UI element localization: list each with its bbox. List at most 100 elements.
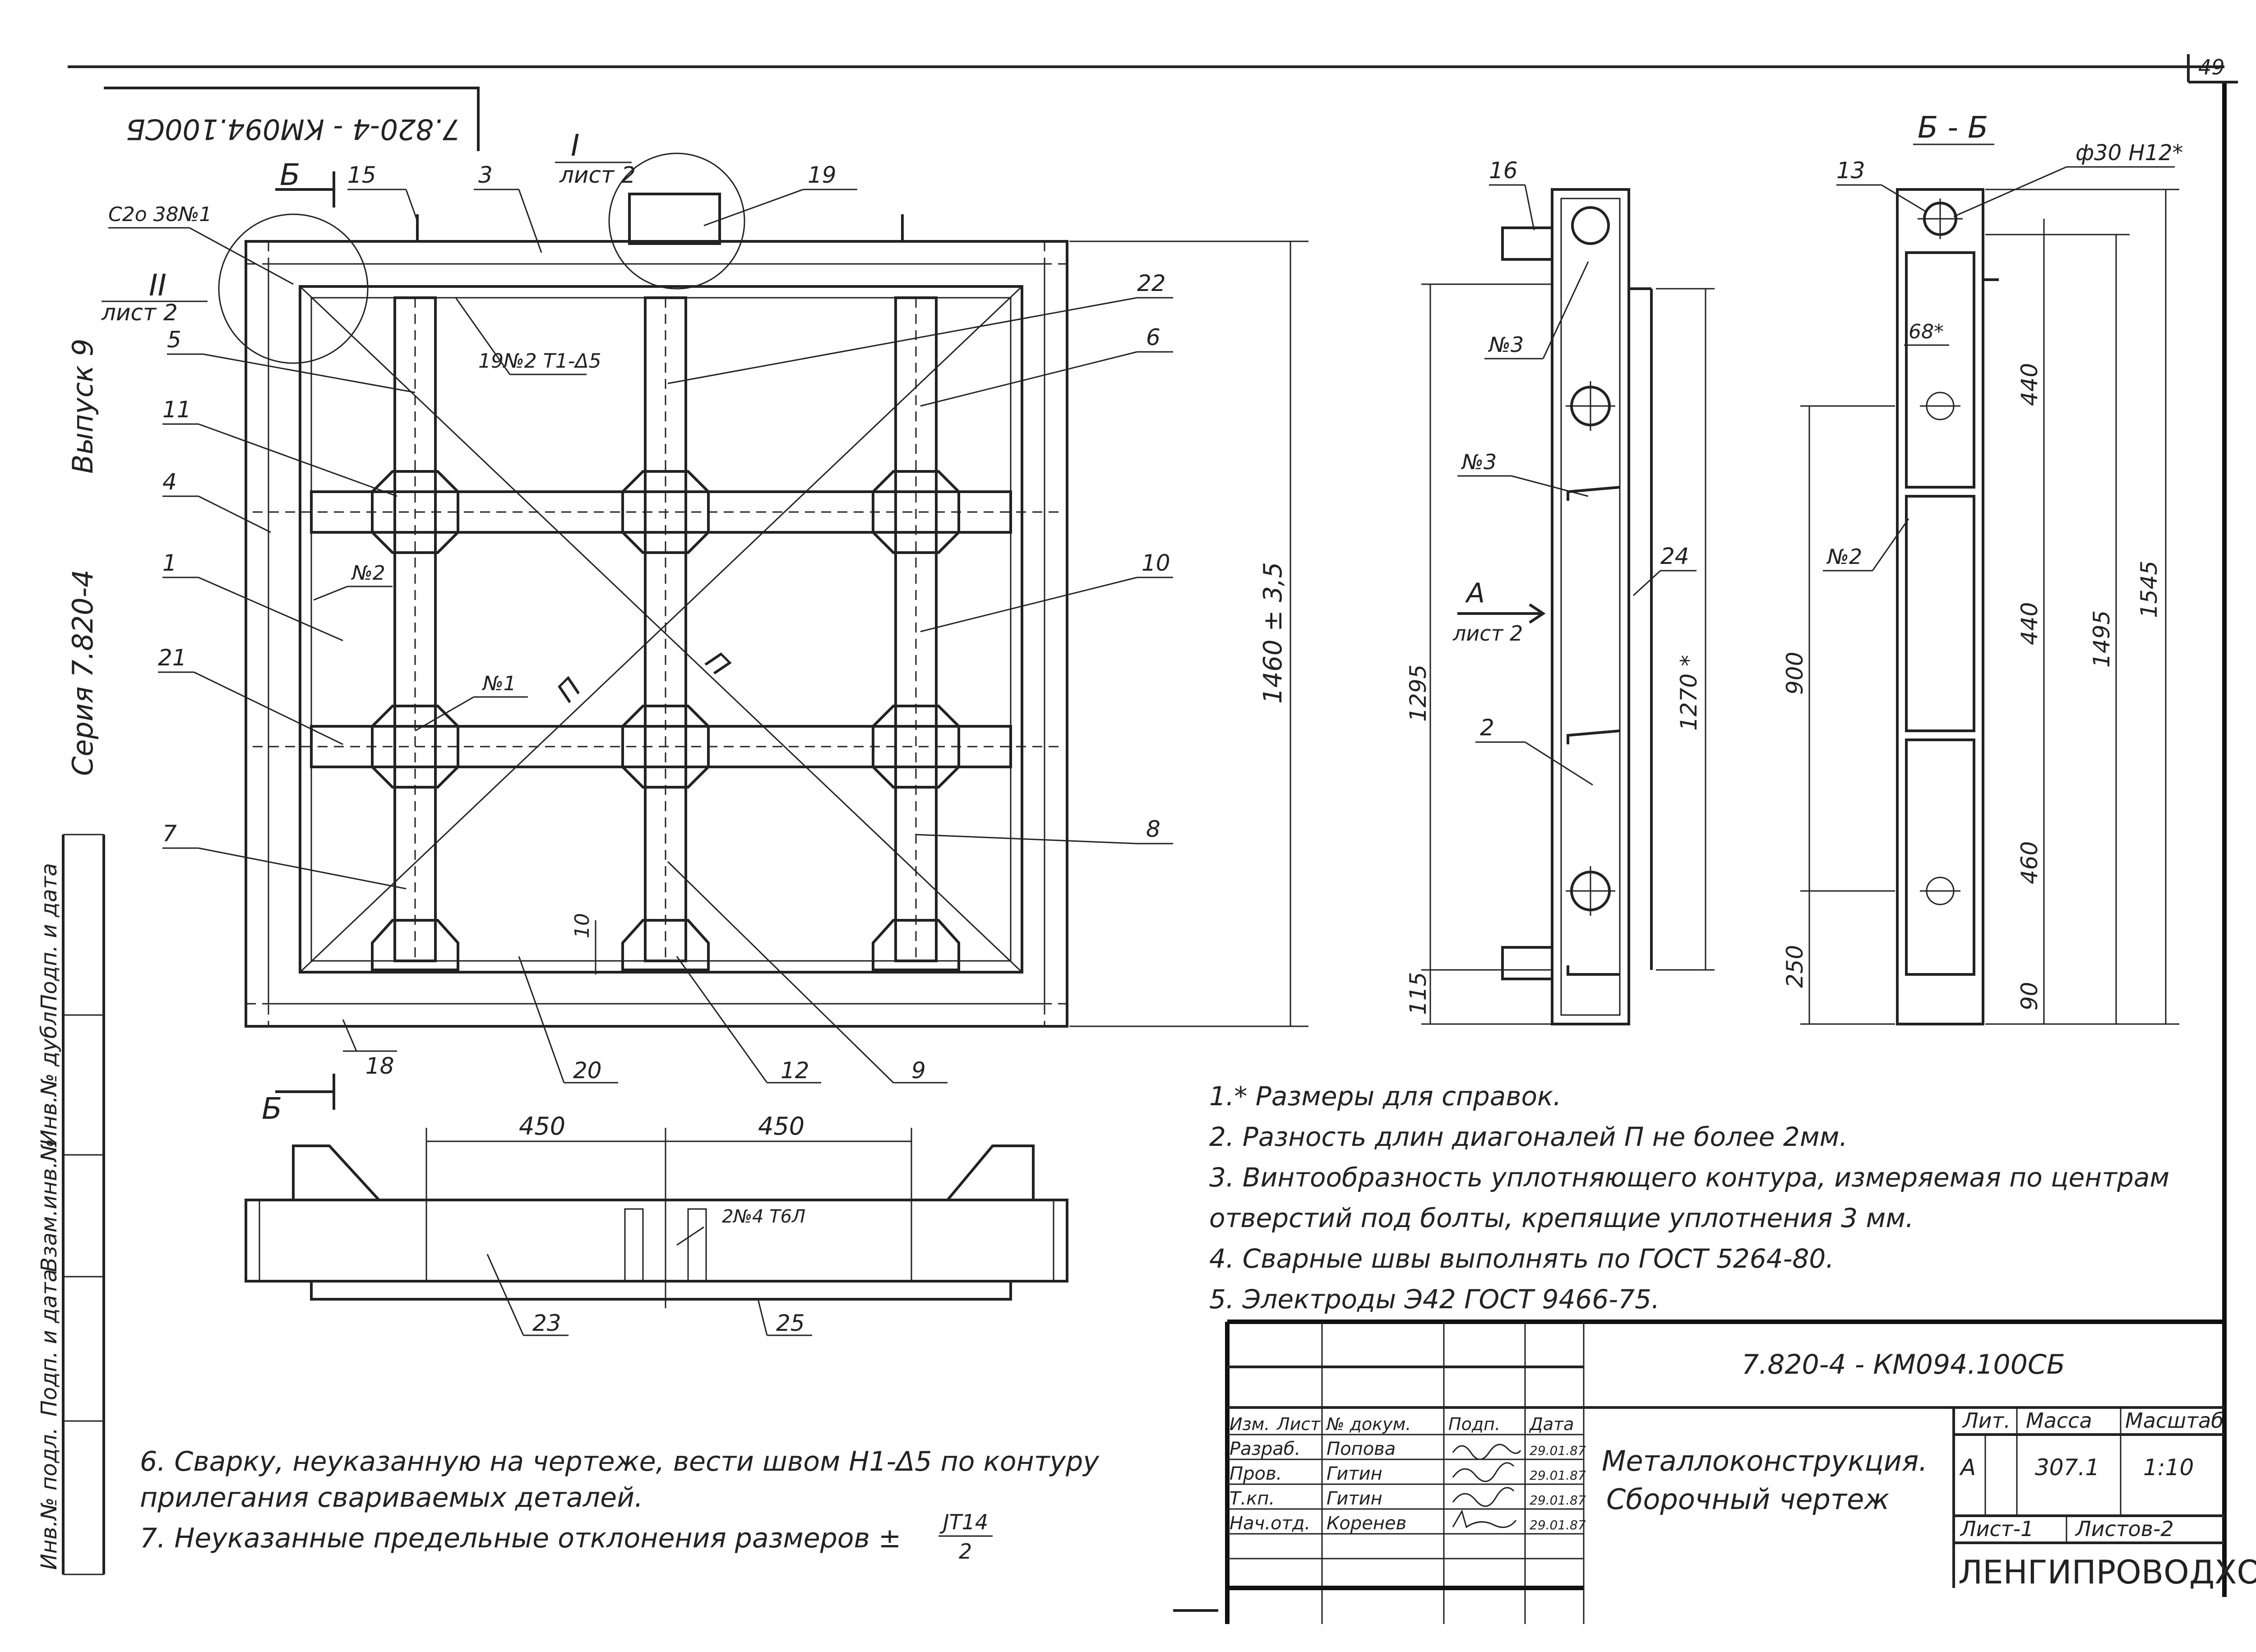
item-12: 12 <box>781 1057 809 1084</box>
main-view: П П I лист 2 II лист 2 Б Б С2о 38№1 19№2… <box>101 128 1308 1126</box>
bottom-dim-450-left: 450 <box>519 1112 565 1140</box>
callout-I-sheet: лист 2 <box>559 162 636 188</box>
bottom-weld: 2№4 Т6Л <box>722 1206 805 1227</box>
tolerance-num: JT14 <box>939 1510 988 1534</box>
bottom-item-25: 25 <box>776 1310 805 1336</box>
side-item-16: 16 <box>1489 157 1518 184</box>
series-label: Серия 7.820-4 <box>66 570 99 776</box>
strip-podp-data-2: Подп. и дата <box>37 1269 62 1417</box>
item-1: 1 <box>162 550 177 576</box>
tb-col-doc: № докум. <box>1326 1414 1411 1434</box>
callout-I: I <box>571 128 579 163</box>
bottom-view: 450 450 2№4 Т6Л 23 25 <box>245 1112 1068 1336</box>
side-arrow-A-sheet: лист 2 <box>1452 621 1523 646</box>
rotated-code-box: 7.820-4 - КМ094.100СБ <box>104 87 480 151</box>
dim-height: 1460 ± 3,5 <box>1258 562 1288 704</box>
item-7: 7 <box>162 821 177 847</box>
title-block: 7.820-4 - КМ094.100СБ Металлоконструкция… <box>1225 1320 2256 1624</box>
item-5: 5 <box>167 327 181 353</box>
bb-dim-440a: 440 <box>2016 363 2043 406</box>
weld-n2: №2 <box>351 562 385 585</box>
signature-3 <box>1452 1487 1515 1507</box>
tb-row3-name: Гитин <box>1327 1488 1382 1509</box>
tb-row2-name: Гитин <box>1327 1463 1382 1484</box>
tb-mass: 307.1 <box>2035 1454 2099 1481</box>
bb-dim-900: 900 <box>1782 652 1808 695</box>
note-6-cont: прилегания свариваемых деталей. <box>140 1482 643 1514</box>
dim-10: 10 <box>571 913 594 938</box>
item-15: 15 <box>347 162 376 188</box>
section-mark-bottom: Б <box>262 1091 282 1126</box>
item-9: 9 <box>911 1057 926 1084</box>
rotated-code: 7.820-4 - КМ094.100СБ <box>126 113 460 146</box>
tb-sheet: Лист-1 <box>1960 1517 2034 1541</box>
item-19: 19 <box>808 162 837 188</box>
binding-strip: Подп. и дата Инв.№ дубл. Взам.инв.№ Подп… <box>37 834 105 1575</box>
note-7: 7. Неуказанные предельные отклонения раз… <box>140 1523 901 1554</box>
callout-II-sheet: лист 2 <box>101 300 178 326</box>
tb-header-lit: Лит. <box>1962 1408 2011 1433</box>
sheet-frame: 49 <box>68 54 2238 1597</box>
item-11: 11 <box>162 397 191 423</box>
tb-designation: 7.820-4 - КМ094.100СБ <box>1742 1349 2065 1380</box>
signature-4 <box>1452 1509 1517 1528</box>
tb-row3-date: 29.01.87 <box>1530 1493 1586 1508</box>
note-1: 1.* Размеры для справок. <box>1209 1081 1561 1112</box>
tb-row3-role: Т.кп. <box>1230 1488 1275 1509</box>
strip-podp-data-1: Подп. и дата <box>37 863 62 1011</box>
note-2: 2. Разность длин диагоналей П не более 2… <box>1209 1121 1848 1152</box>
tb-row4-name: Коренев <box>1327 1513 1406 1534</box>
tb-sheets: Листов-2 <box>2075 1517 2174 1541</box>
section-mark-top: Б <box>280 157 300 192</box>
side-weld-n3-top: №3 <box>1488 332 1524 357</box>
tb-name-1: Металлоконструкция. <box>1602 1444 1928 1477</box>
section-bb-title: Б - Б <box>1918 110 1988 145</box>
tb-row2-role: Пров. <box>1230 1463 1282 1484</box>
note-3: 3. Винтообразность уплотняющего контура,… <box>1209 1162 2169 1193</box>
item-4: 4 <box>162 469 177 495</box>
item-3: 3 <box>478 162 493 188</box>
side-item-24: 24 <box>1660 543 1689 569</box>
item-21: 21 <box>158 645 187 671</box>
side-dim-1270: 1270 * <box>1676 655 1702 731</box>
signature-2 <box>1452 1462 1515 1482</box>
tb-row1-date: 29.01.87 <box>1530 1443 1586 1458</box>
tb-col-date: Дата <box>1529 1414 1574 1434</box>
tb-header-scale: Масштаб <box>2125 1408 2224 1433</box>
side-arrow-A: А <box>1465 577 1485 609</box>
side-view: 16 №3 №3 24 А лист 2 2 1295 115 1270 * <box>1405 157 1715 1025</box>
weld-sg: С2о 38№1 <box>108 203 212 226</box>
bb-dim-460: 460 <box>2016 841 2043 884</box>
note-4: 4. Сварные швы выполнять по ГОСТ 5264-80… <box>1209 1243 1834 1274</box>
bottom-dim-450-right: 450 <box>758 1112 804 1140</box>
weld-n1: №1 <box>481 672 516 695</box>
bb-weld-n2: №2 <box>1826 545 1862 569</box>
bb-dim-440b: 440 <box>2016 602 2043 645</box>
strip-vzam-inv: Взам.инв.№ <box>37 1139 62 1272</box>
callout-II: II <box>149 268 166 303</box>
bb-dim-1545: 1545 <box>2136 561 2162 618</box>
tb-header-mass: Масса <box>2026 1408 2092 1433</box>
note-6: 6. Сварку, неуказанную на чертеже, вести… <box>140 1446 1100 1477</box>
tb-row1-name: Попова <box>1327 1439 1396 1459</box>
tb-col-list: Лист <box>1276 1414 1321 1434</box>
item-8: 8 <box>1146 816 1160 842</box>
note-5: 5. Электроды Э42 ГОСТ 9466-75. <box>1209 1284 1660 1315</box>
side-item-2: 2 <box>1480 715 1494 741</box>
tb-row4-role: Нач.отд. <box>1230 1513 1310 1534</box>
side-dim-115: 115 <box>1405 972 1431 1015</box>
section-bb: Б - Б 13 ф30 Н12* 68* №2 900 250 440 440… <box>1782 110 2183 1025</box>
bb-dim-90: 90 <box>2016 982 2043 1011</box>
item-6: 6 <box>1146 324 1160 351</box>
tb-col-sign: Подп. <box>1448 1414 1500 1434</box>
tolerance-den: 2 <box>959 1539 972 1564</box>
bb-dim-68: 68* <box>1909 320 1944 343</box>
bb-item-13: 13 <box>1836 157 1865 184</box>
tb-row2-date: 29.01.87 <box>1530 1468 1586 1483</box>
item-20: 20 <box>573 1057 602 1084</box>
diag-label-right: П <box>699 646 735 682</box>
page-number: 49 <box>2198 55 2225 79</box>
tb-organization: ЛЕНГИПРОВОДХОЗ <box>1958 1553 2256 1591</box>
tb-row4-date: 29.01.87 <box>1530 1518 1586 1532</box>
